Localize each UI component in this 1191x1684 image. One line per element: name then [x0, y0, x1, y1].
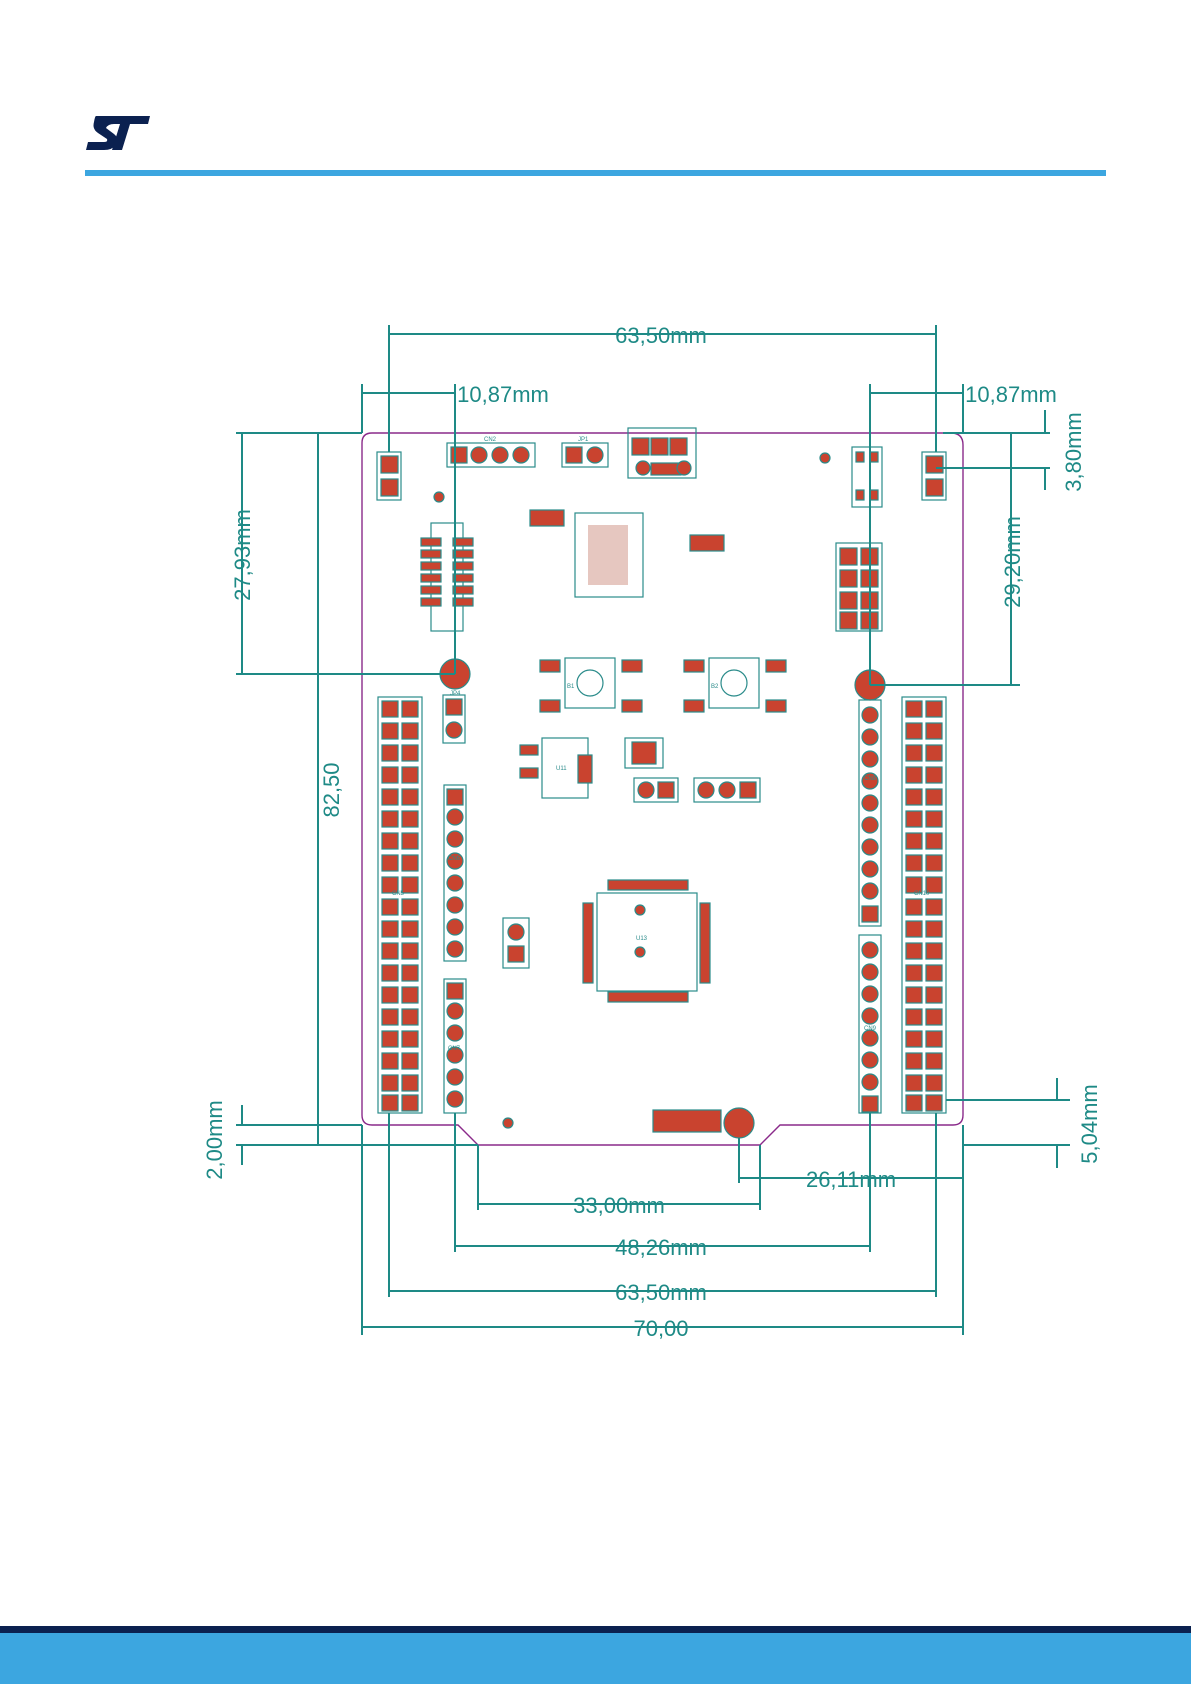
dim-left-height: 27,93mm — [230, 509, 255, 601]
dim-board-width: 70,00 — [633, 1316, 688, 1341]
silk-jp4: JP4 — [450, 691, 461, 697]
silk-cn6: CN6 — [448, 856, 461, 862]
footer-dark-band — [0, 1626, 1191, 1633]
silk-cn9: CN9 — [864, 1026, 877, 1032]
silk-cn5: CN5 — [392, 891, 405, 897]
dim-inner-width: 33,00mm — [573, 1193, 665, 1218]
silk-jp1: JP1 — [578, 437, 589, 443]
left-header — [378, 697, 422, 1113]
silk-b2: B2 — [711, 684, 719, 690]
silk-u11: U11 — [556, 766, 567, 772]
component-layout — [377, 428, 946, 1138]
dim-top-left-offset: 10,87mm — [457, 382, 549, 407]
footer-light-band — [0, 1633, 1191, 1684]
dimension-lines — [236, 325, 1070, 1335]
dim-top-right-offset: 10,87mm — [965, 382, 1057, 407]
silk-u13: U13 — [636, 936, 648, 942]
dim-right-height: 29,20mm — [1000, 516, 1025, 608]
dim-header-span: 48,26mm — [615, 1235, 707, 1260]
dim-bottom-width: 63,50mm — [615, 1280, 707, 1305]
silk-cn2: CN2 — [484, 437, 497, 443]
dim-bottom-left-offset: 2,00mm — [202, 1100, 227, 1179]
silk-cn8: CN8 — [864, 776, 877, 782]
dim-right-top-offset: 3,80mm — [1061, 412, 1086, 491]
right-header — [902, 697, 946, 1113]
silk-cn7: CN7 — [448, 1046, 461, 1052]
dim-right-bottom-offset: 26,11mm — [806, 1167, 896, 1192]
silk-b1: B1 — [567, 684, 575, 690]
dim-bottom-right-offset: 5,04mm — [1077, 1084, 1102, 1163]
dim-top-width: 63,50mm — [615, 323, 707, 348]
dim-board-height: 82,50 — [319, 762, 344, 817]
silk-cn10: CN10 — [914, 891, 930, 897]
